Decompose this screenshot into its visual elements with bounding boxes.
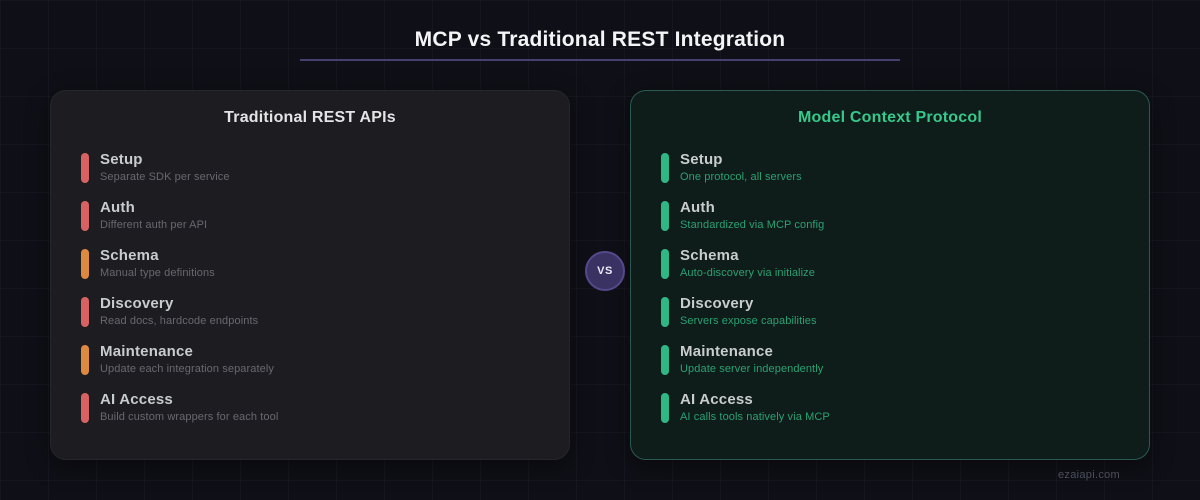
feature-row: Setup One protocol, all servers — [661, 151, 1119, 184]
feature-label: Setup — [680, 151, 723, 168]
feature-list: Setup Separate SDK per service Auth Diff… — [81, 151, 539, 424]
feature-row: Schema Manual type definitions — [81, 247, 539, 280]
feature-text: Schema Auto-discovery via initialize — [680, 247, 815, 279]
feature-bar — [661, 345, 669, 375]
feature-text: Auth Standardized via MCP config — [680, 199, 824, 231]
feature-label: Auth — [100, 199, 135, 216]
feature-label: AI Access — [680, 391, 753, 408]
feature-bar — [661, 249, 669, 279]
feature-text: Maintenance Update each integration sepa… — [100, 343, 274, 375]
feature-bar — [81, 249, 89, 279]
feature-text: Setup Separate SDK per service — [100, 151, 230, 183]
page-title: MCP vs Traditional REST Integration — [414, 28, 786, 51]
feature-desc: Manual type definitions — [100, 267, 215, 280]
feature-label: Setup — [100, 151, 143, 168]
feature-desc: Build custom wrappers for each tool — [100, 411, 279, 424]
feature-bar — [81, 393, 89, 423]
feature-list: Setup One protocol, all servers Auth Sta… — [661, 151, 1119, 424]
feature-bar — [81, 201, 89, 231]
feature-row: AI Access AI calls tools natively via MC… — [661, 391, 1119, 424]
feature-label: Discovery — [680, 295, 754, 312]
feature-bar — [661, 297, 669, 327]
feature-text: Maintenance Update server independently — [680, 343, 823, 375]
panel-traditional-rest: Traditional REST APIs Setup Separate SDK… — [50, 90, 570, 460]
feature-label: Schema — [100, 247, 159, 264]
feature-bar — [661, 201, 669, 231]
feature-text: Auth Different auth per API — [100, 199, 207, 231]
feature-desc: Auto-discovery via initialize — [680, 267, 815, 280]
feature-desc: Different auth per API — [100, 219, 208, 232]
feature-row: Auth Different auth per API — [81, 199, 539, 232]
feature-label: Maintenance — [100, 343, 194, 360]
feature-label: Auth — [680, 199, 715, 216]
feature-bar — [661, 153, 669, 183]
feature-row: Maintenance Update server independently — [661, 343, 1119, 376]
feature-row: Setup Separate SDK per service — [81, 151, 539, 184]
feature-desc: Update server independently — [680, 363, 824, 376]
feature-desc: One protocol, all servers — [680, 171, 802, 184]
feature-bar — [81, 153, 89, 183]
feature-text: Discovery Servers expose capabilities — [680, 295, 817, 327]
feature-desc: Read docs, hardcode endpoints — [100, 315, 259, 328]
feature-desc: Servers expose capabilities — [680, 315, 817, 328]
feature-label: Schema — [680, 247, 739, 264]
feature-text: Discovery Read docs, hardcode endpoints — [100, 295, 258, 327]
feature-row: Auth Standardized via MCP config — [661, 199, 1119, 232]
vs-badge: VS — [585, 251, 625, 291]
panel-mcp: Model Context Protocol Setup One protoco… — [630, 90, 1150, 460]
panel-header-rest: Traditional REST APIs — [224, 109, 396, 126]
feature-row: Maintenance Update each integration sepa… — [81, 343, 539, 376]
feature-text: AI Access Build custom wrappers for each… — [100, 391, 278, 423]
title-underline — [300, 59, 900, 61]
feature-desc: Update each integration separately — [100, 363, 275, 376]
feature-row: Schema Auto-discovery via initialize — [661, 247, 1119, 280]
feature-desc: Standardized via MCP config — [680, 219, 825, 232]
panel-header-mcp: Model Context Protocol — [798, 109, 982, 126]
watermark: ezaiapi.com — [1058, 469, 1120, 481]
vs-label: VS — [597, 265, 613, 277]
feature-row: Discovery Read docs, hardcode endpoints — [81, 295, 539, 328]
feature-row: Discovery Servers expose capabilities — [661, 295, 1119, 328]
feature-label: Maintenance — [680, 343, 774, 360]
feature-desc: AI calls tools natively via MCP — [680, 411, 830, 424]
feature-bar — [81, 345, 89, 375]
feature-text: AI Access AI calls tools natively via MC… — [680, 391, 830, 423]
feature-label: Discovery — [100, 295, 174, 312]
feature-bar — [661, 393, 669, 423]
feature-bar — [81, 297, 89, 327]
feature-desc: Separate SDK per service — [100, 171, 230, 184]
feature-text: Schema Manual type definitions — [100, 247, 215, 279]
feature-row: AI Access Build custom wrappers for each… — [81, 391, 539, 424]
feature-text: Setup One protocol, all servers — [680, 151, 802, 183]
feature-label: AI Access — [100, 391, 173, 408]
